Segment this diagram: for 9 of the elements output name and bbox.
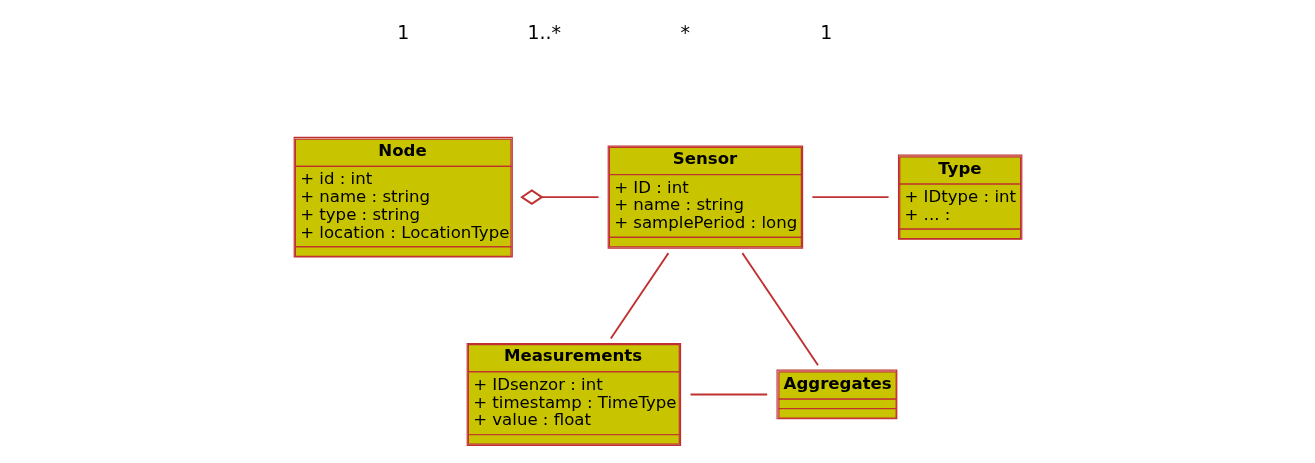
label: 1 bbox=[396, 20, 409, 43]
connector bbox=[740, 252, 819, 367]
connector bbox=[810, 196, 890, 199]
label: 1 bbox=[819, 20, 832, 43]
connector bbox=[609, 252, 669, 340]
label: 1..* bbox=[526, 20, 561, 43]
connector bbox=[689, 393, 768, 396]
label: * bbox=[680, 20, 690, 43]
connector bbox=[519, 189, 600, 205]
